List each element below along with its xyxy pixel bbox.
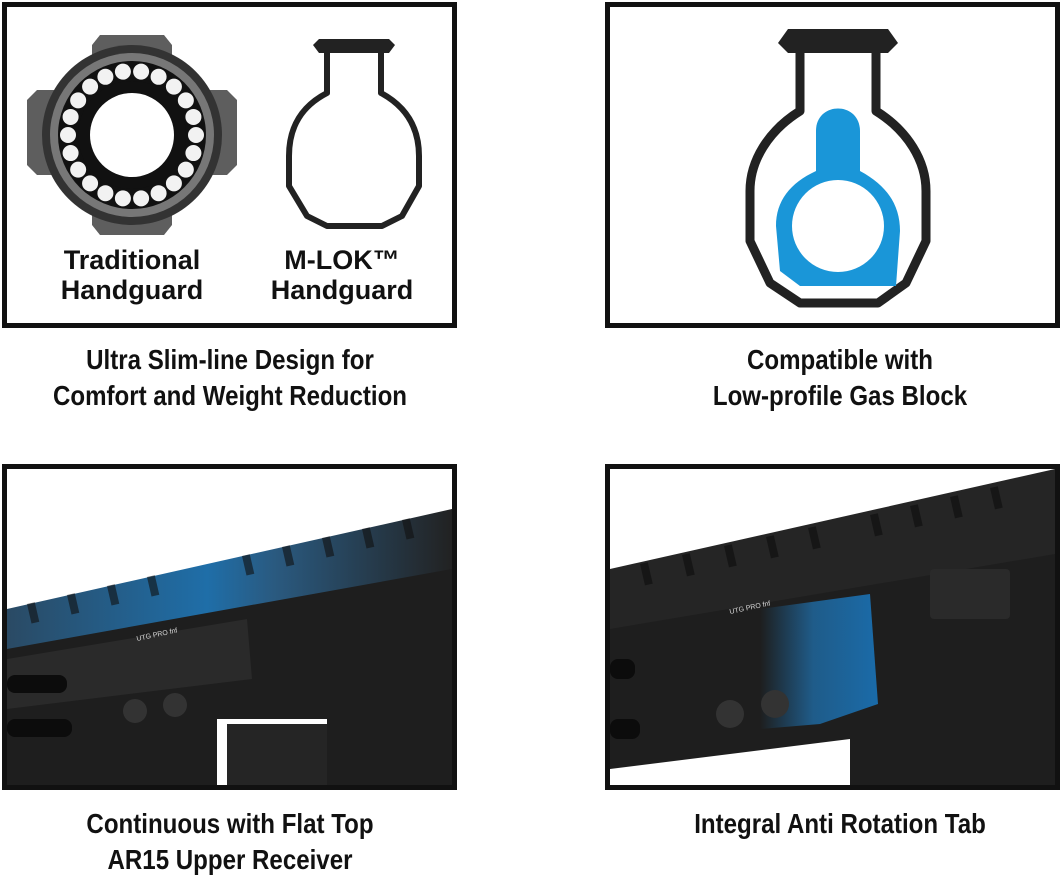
panel-anti-rotation: UTG PRO fnf bbox=[605, 464, 1060, 790]
panel-slim-line: Traditional Handguard M-LOK™ Handguard bbox=[2, 2, 457, 328]
mlok-handguard-profile-icon bbox=[286, 39, 422, 229]
mlok-label-line1: M-LOK™ bbox=[284, 245, 400, 275]
caption-flat-top: Continuous with Flat Top AR15 Upper Rece… bbox=[6, 806, 453, 878]
handguard-with-gas-block-icon bbox=[745, 29, 931, 308]
caption-slim-line: Ultra Slim-line Design for Comfort and W… bbox=[6, 342, 453, 414]
caption-line2: AR15 Upper Receiver bbox=[107, 844, 353, 875]
caption-anti-rotation: Integral Anti Rotation Tab bbox=[616, 806, 1063, 842]
panel-flat-top: UTG PRO fnf bbox=[2, 464, 457, 790]
traditional-label-line1: Traditional bbox=[63, 245, 201, 275]
mlok-handguard-label: M-LOK™ Handguard bbox=[237, 245, 447, 305]
traditional-handguard-icon bbox=[27, 35, 237, 235]
caption-line1: Continuous with Flat Top bbox=[86, 808, 374, 839]
traditional-handguard-label: Traditional Handguard bbox=[37, 245, 227, 305]
tab-photo-blue-highlight: UTG PRO fnf bbox=[610, 469, 1055, 785]
caption-line1: Compatible with bbox=[747, 344, 933, 375]
caption-line2: Low-profile Gas Block bbox=[712, 380, 968, 411]
mlok-label-line2: Handguard bbox=[270, 275, 414, 305]
traditional-label-line2: Handguard bbox=[60, 275, 204, 305]
caption-line1: Integral Anti Rotation Tab bbox=[694, 808, 986, 839]
caption-line2: Comfort and Weight Reduction bbox=[52, 380, 408, 411]
caption-line1: Ultra Slim-line Design for bbox=[86, 344, 374, 375]
rail-photo-blue-highlight: UTG PRO fnf bbox=[7, 469, 452, 785]
panel-gas-block bbox=[605, 2, 1060, 328]
caption-gas-block: Compatible with Low-profile Gas Block bbox=[616, 342, 1063, 414]
